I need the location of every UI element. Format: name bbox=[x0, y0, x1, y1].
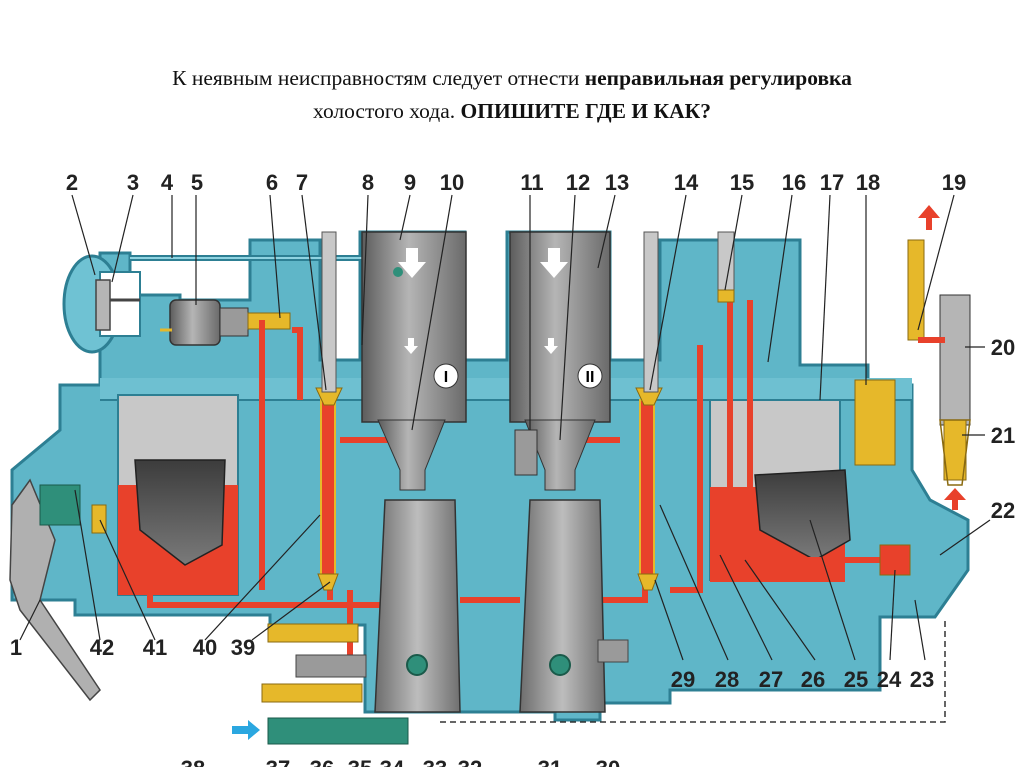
callout-31: 31 bbox=[538, 756, 562, 767]
callout-5: 5 bbox=[191, 170, 203, 195]
callout-leaders bbox=[19, 194, 991, 661]
page-heading: К неявным неисправностям следует отнести… bbox=[0, 62, 1024, 128]
callout-32: 32 bbox=[458, 756, 482, 767]
heading-line2-plain: холостого хода. bbox=[313, 99, 461, 123]
callout-27: 27 bbox=[759, 667, 783, 692]
linkage-dashed bbox=[440, 620, 946, 723]
callout-21: 21 bbox=[991, 423, 1015, 448]
callout-18: 18 bbox=[856, 170, 880, 195]
callout-15: 15 bbox=[730, 170, 754, 195]
callout-36: 36 bbox=[310, 756, 334, 767]
heading-line1-bold: неправильная регулировка bbox=[584, 66, 852, 90]
chamber-left-label: I bbox=[444, 369, 448, 386]
bottom-fittings bbox=[261, 623, 629, 745]
callout-6: 6 bbox=[266, 170, 278, 195]
chamber-numerals: I II bbox=[433, 363, 603, 389]
emulsion-tubes bbox=[315, 231, 735, 591]
callout-38: 38 bbox=[181, 756, 205, 767]
callout-26: 26 bbox=[801, 667, 825, 692]
callout-11: 11 bbox=[520, 170, 543, 195]
callout-12: 12 bbox=[566, 170, 590, 195]
callout-7: 7 bbox=[296, 170, 308, 195]
callout-3: 3 bbox=[127, 170, 139, 195]
flow-arrows bbox=[232, 205, 966, 740]
callout-17: 17 bbox=[820, 170, 844, 195]
callout-20: 20 bbox=[991, 335, 1015, 360]
callout-9: 9 bbox=[404, 170, 416, 195]
callout-37: 37 bbox=[266, 756, 290, 767]
heading-line1-plain: К неявным неисправностям следует отнести bbox=[172, 66, 585, 90]
callout-28: 28 bbox=[715, 667, 739, 692]
callout-33: 33 bbox=[423, 756, 447, 767]
callout-29: 29 bbox=[671, 667, 695, 692]
solenoid-valve bbox=[160, 299, 291, 346]
heading-line2-bold: ОПИШИТЕ ГДЕ И КАК? bbox=[460, 99, 711, 123]
float-chamber-left bbox=[117, 394, 239, 596]
chamber-right-label: II bbox=[586, 369, 595, 386]
callout-14: 14 bbox=[674, 170, 699, 195]
callout-42: 42 bbox=[90, 635, 114, 660]
callout-16: 16 bbox=[782, 170, 806, 195]
callout-25: 25 bbox=[844, 667, 868, 692]
callout-19: 19 bbox=[942, 170, 966, 195]
callout-30: 30 bbox=[596, 756, 620, 767]
callout-4: 4 bbox=[161, 170, 174, 195]
callout-35: 35 bbox=[348, 756, 372, 767]
callout-1: 1 bbox=[10, 635, 22, 660]
callout-34: 34 bbox=[380, 756, 405, 767]
callout-41: 41 bbox=[143, 635, 167, 660]
callout-8: 8 bbox=[362, 170, 374, 195]
fuel-inlet-fitting bbox=[854, 239, 971, 576]
callout-13: 13 bbox=[605, 170, 629, 195]
callout-22: 22 bbox=[991, 498, 1015, 523]
callout-numbers: 2 3 4 5 6 7 8 9 10 11 12 13 14 15 16 17 … bbox=[10, 170, 1015, 767]
callout-24: 24 bbox=[877, 667, 902, 692]
callout-2: 2 bbox=[66, 170, 78, 195]
callout-39: 39 bbox=[231, 635, 255, 660]
throttle-lever bbox=[9, 478, 107, 702]
callout-40: 40 bbox=[193, 635, 217, 660]
callout-23: 23 bbox=[910, 667, 934, 692]
callout-10: 10 bbox=[440, 170, 464, 195]
